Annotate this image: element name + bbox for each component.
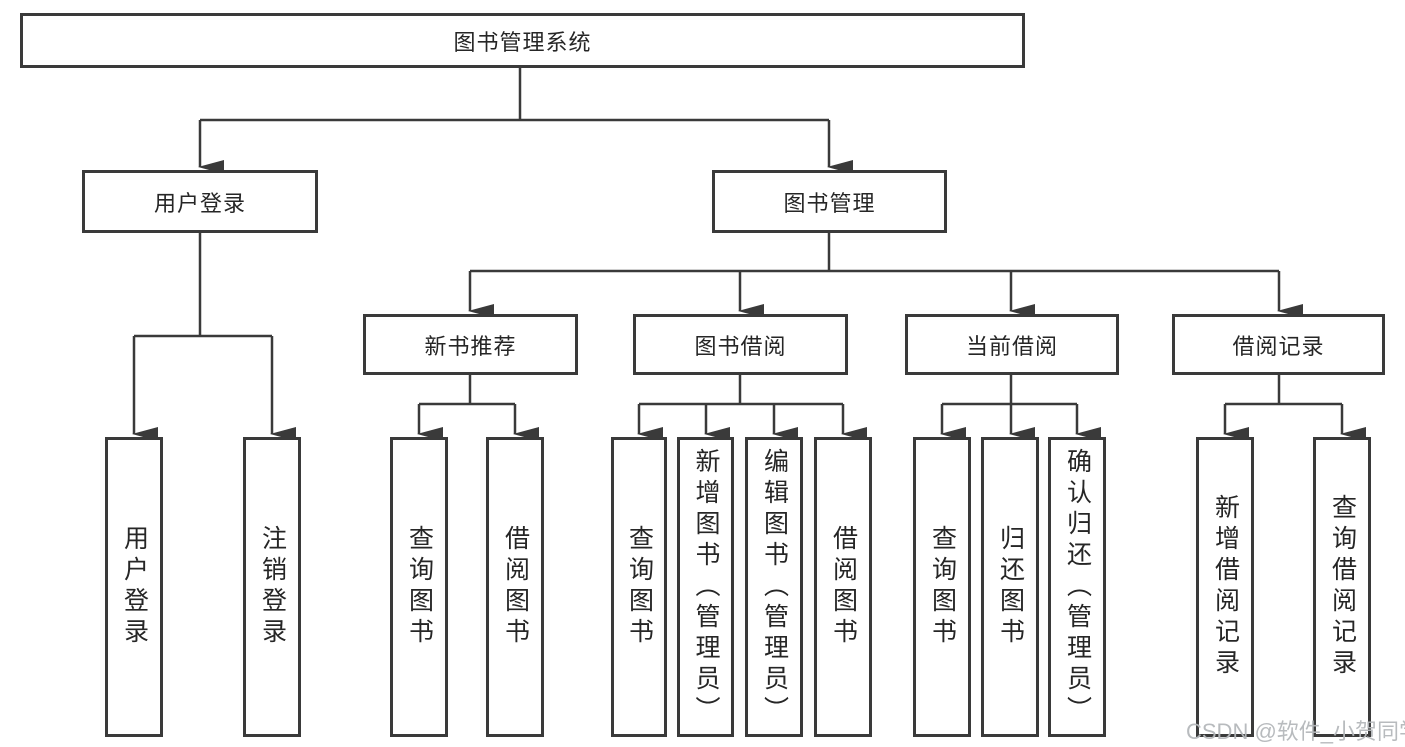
- leaf-query-books-borrow-label: 查询图书: [625, 525, 654, 649]
- leaf-user-login-label: 用户登录: [120, 525, 149, 649]
- leaf-logout-label: 注销登录: [258, 525, 287, 649]
- leaf-edit-book-admin-label: 编辑图书（管理员）: [760, 447, 789, 727]
- node-borrow-record: 借阅记录: [1172, 314, 1385, 375]
- node-root-label: 图书管理系统: [453, 29, 592, 55]
- leaf-logout: 注销登录: [243, 437, 301, 737]
- leaf-borrow-books-recommend-label: 借阅图书: [501, 525, 530, 649]
- leaf-borrow-books: 借阅图书: [814, 437, 872, 737]
- node-new-book-recommend: 新书推荐: [363, 314, 578, 375]
- leaf-user-login: 用户登录: [105, 437, 163, 737]
- leaf-borrow-books-label: 借阅图书: [829, 525, 858, 649]
- node-root: 图书管理系统: [20, 13, 1025, 68]
- leaf-return-book: 归还图书: [981, 437, 1039, 737]
- node-user-login: 用户登录: [82, 170, 318, 233]
- node-borrow-record-label: 借阅记录: [1232, 333, 1325, 359]
- leaf-edit-book-admin: 编辑图书（管理员）: [745, 437, 803, 737]
- leaf-query-books-current-label: 查询图书: [928, 525, 957, 649]
- leaf-return-book-label: 归还图书: [996, 525, 1025, 649]
- leaf-query-borrow-record-label: 查询借阅记录: [1328, 494, 1357, 680]
- node-book-borrow-label: 图书借阅: [694, 333, 787, 359]
- leaf-query-books-recommend: 查询图书: [390, 437, 448, 737]
- node-current-borrow: 当前借阅: [905, 314, 1119, 375]
- leaf-add-borrow-record-label: 新增借阅记录: [1211, 494, 1240, 680]
- leaf-query-books-borrow: 查询图书: [611, 437, 667, 737]
- leaf-add-book-admin: 新增图书（管理员）: [677, 437, 734, 737]
- leaf-query-books-current: 查询图书: [913, 437, 971, 737]
- leaf-confirm-return-admin: 确认归还（管理员）: [1048, 437, 1106, 737]
- node-current-borrow-label: 当前借阅: [965, 333, 1058, 359]
- leaf-add-borrow-record: 新增借阅记录: [1196, 437, 1254, 737]
- node-book-management: 图书管理: [712, 170, 947, 233]
- leaf-confirm-return-admin-label: 确认归还（管理员）: [1063, 447, 1092, 727]
- leaf-query-borrow-record: 查询借阅记录: [1313, 437, 1371, 737]
- leaf-add-book-admin-label: 新增图书（管理员）: [692, 447, 720, 727]
- leaf-borrow-books-recommend: 借阅图书: [486, 437, 544, 737]
- node-book-borrow: 图书借阅: [633, 314, 848, 375]
- leaf-query-books-recommend-label: 查询图书: [405, 525, 434, 649]
- node-user-login-label: 用户登录: [153, 190, 246, 216]
- node-book-management-label: 图书管理: [783, 190, 876, 216]
- node-new-book-recommend-label: 新书推荐: [424, 333, 517, 359]
- csdn-watermark: CSDN @软件_小贺同学: [1186, 719, 1405, 744]
